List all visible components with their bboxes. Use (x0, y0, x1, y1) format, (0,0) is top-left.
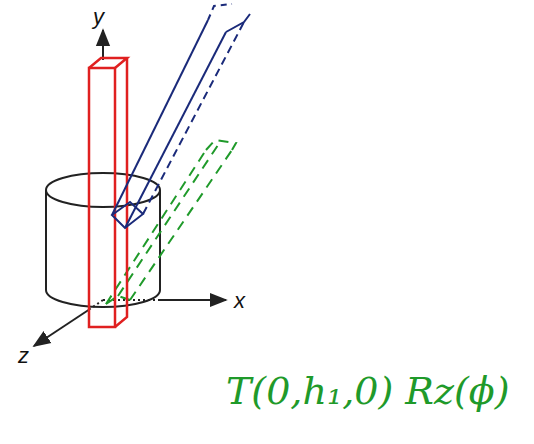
axis-label: x (234, 290, 245, 312)
upright-bar (89, 58, 127, 327)
axis-label: y (93, 6, 104, 28)
translated-bar-sketch (112, 4, 250, 228)
transform-note: T(0,h₁,0) Rz(ϕ) (226, 372, 509, 410)
rotated-bar-sketch (106, 140, 236, 304)
axis-label: z (18, 345, 29, 367)
